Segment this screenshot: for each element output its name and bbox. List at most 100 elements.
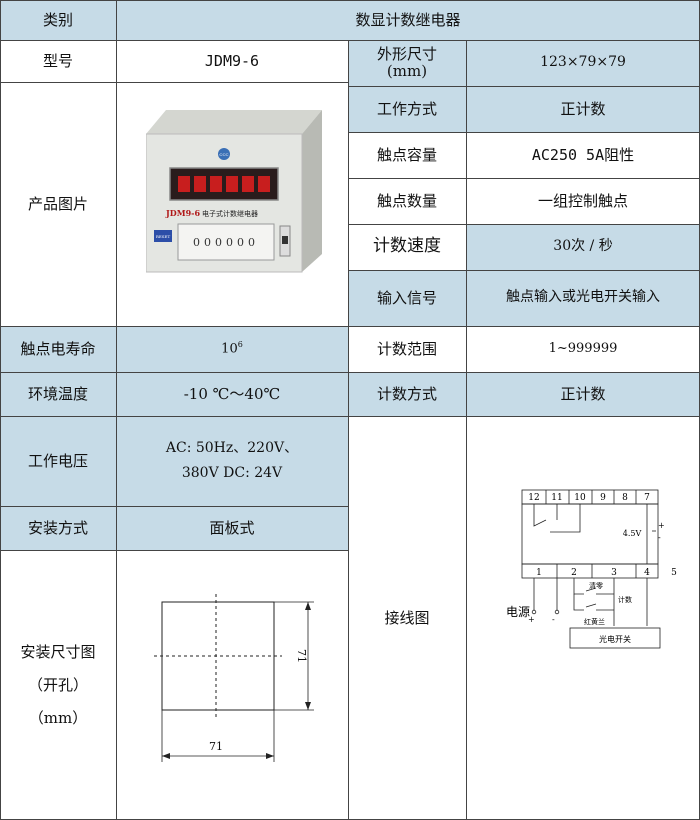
clear-label: 清零 xyxy=(589,581,603,590)
device-name: 电子式计数继电器 xyxy=(202,209,258,218)
install-mode-value: 面板式 xyxy=(209,518,255,537)
wiring-diagram-cell xyxy=(466,416,700,820)
power-plus: + xyxy=(528,615,535,624)
count-mode-label: 计数方式 xyxy=(376,384,437,403)
bottom-terminals xyxy=(556,564,637,578)
battery-plus: + xyxy=(658,521,665,530)
ambient-temp-value: -10 ℃～40℃ xyxy=(183,384,281,403)
terminal-1: 1 xyxy=(536,568,542,578)
contact-life-label-cell: 触点电寿命 xyxy=(0,326,116,372)
photo-switch-label: 光电开关 xyxy=(599,634,631,644)
contact-life-value: 106 xyxy=(221,340,243,357)
input-signal-label-cell: 输入信号 xyxy=(348,270,466,326)
product-image-label-cell: 产品图片 xyxy=(0,82,116,326)
count-speed-label: 计数速度 xyxy=(373,236,441,257)
count-mode-value-cell: 正计数 xyxy=(466,372,700,416)
contact-capacity-value-cell: AC250 5A阻性 xyxy=(466,132,700,178)
photo-switch-box xyxy=(569,627,661,649)
terminal-10: 10 xyxy=(574,493,586,503)
led-display xyxy=(178,176,270,192)
ambient-temp-label: 环境温度 xyxy=(27,384,88,403)
cutout-label-line3: （mm） xyxy=(28,708,88,727)
work-mode-label-cell: 工作方式 xyxy=(348,86,466,132)
install-mode-label-cell: 安装方式 xyxy=(0,506,116,550)
power-minus: - xyxy=(552,615,555,624)
terminal-11: 11 xyxy=(551,493,562,503)
product-photo: CCC JDM9-6 电子式计数继电器 RESET 000000 xyxy=(146,110,322,273)
count-mode-value: 正计数 xyxy=(560,384,606,403)
terminal-5: 5 xyxy=(671,568,677,578)
top-terminals xyxy=(545,490,637,504)
count-speed-value: 30次 / 秒 xyxy=(553,238,613,255)
power-leads xyxy=(533,578,558,610)
work-mode-value-cell: 正计数 xyxy=(466,86,700,132)
cutout-label-line2: （开孔） xyxy=(27,675,88,694)
terminal-4: 4 xyxy=(644,568,650,578)
install-mode-label: 安装方式 xyxy=(27,518,88,537)
count-range-value-cell: 1~999999 xyxy=(466,326,700,372)
wiring-label: 接线图 xyxy=(384,608,430,627)
contact-life-exponent: 6 xyxy=(237,340,243,350)
work-voltage-line2: 380V DC: 24V xyxy=(181,465,283,481)
wiring-diagram: 12 11 10 9 8 7 4.5V + - 1 2 3 4 5 电源 + - xyxy=(506,489,677,649)
model-label: 型号 xyxy=(42,51,73,70)
input-signal-value-cell: 触点输入或光电开关输入 xyxy=(466,270,700,326)
work-voltage-value-cell: AC: 50Hz、220V、 380V DC: 24V xyxy=(116,416,348,506)
terminal-7: 7 xyxy=(644,493,650,503)
count-mode-label-cell: 计数方式 xyxy=(348,372,466,416)
product-image-label: 产品图片 xyxy=(27,194,88,213)
work-voltage-label-cell: 工作电压 xyxy=(0,416,116,506)
install-mode-value-cell: 面板式 xyxy=(116,506,348,550)
switch-wires xyxy=(573,578,648,626)
contact-capacity-label: 触点容量 xyxy=(376,145,437,164)
model-label-cell: 型号 xyxy=(0,40,116,82)
contact-capacity-label-cell: 触点容量 xyxy=(348,132,466,178)
work-voltage-label: 工作电压 xyxy=(27,451,88,470)
terminal-2: 2 xyxy=(571,568,577,578)
input-signal-label: 输入信号 xyxy=(376,288,437,307)
voltage-label: 4.5V xyxy=(623,529,642,538)
model-value-cell: JDM9-6 xyxy=(116,40,348,82)
dimensions-value-cell: 123×79×79 xyxy=(466,40,700,86)
cutout-vertical-dim: 71 xyxy=(295,649,308,663)
wiring-label-cell: 接线图 xyxy=(348,416,466,820)
battery-minus: - xyxy=(658,533,661,542)
contact-capacity-value: AC250 5A阻性 xyxy=(531,145,635,164)
category-value: 数显计数继电器 xyxy=(355,10,461,29)
dimensions-unit: (mm) xyxy=(386,62,428,80)
model-value: JDM9-6 xyxy=(204,51,260,70)
reset-label: RESET xyxy=(156,234,171,239)
category-label-cell: 类别 xyxy=(0,0,116,40)
ccc-logo-icon xyxy=(218,148,230,160)
dimensions-value: 123×79×79 xyxy=(540,54,626,71)
cutout-label-line1: 安装尺寸图 xyxy=(20,642,96,661)
contact-count-label: 触点数量 xyxy=(376,191,437,210)
count-range-label-cell: 计数范围 xyxy=(348,326,466,372)
thumbwheel-digits: 000000 xyxy=(193,236,259,249)
terminal-3: 3 xyxy=(611,568,617,578)
red-yellow-blue-label: 红黄兰 xyxy=(584,617,605,626)
count-range-value: 1~999999 xyxy=(548,340,618,356)
terminal-9: 9 xyxy=(600,493,606,503)
dimensions-label-cell: 外形尺寸 (mm) xyxy=(348,40,466,86)
contact-life-label: 触点电寿命 xyxy=(20,339,96,358)
contact-count-value: 一组控制触点 xyxy=(537,191,628,210)
device-brand: JDM9-6 xyxy=(165,208,200,218)
ambient-temp-value-cell: -10 ℃～40℃ xyxy=(116,372,348,416)
terminal-8: 8 xyxy=(622,493,628,503)
ambient-temp-label-cell: 环境温度 xyxy=(0,372,116,416)
category-label: 类别 xyxy=(42,10,73,29)
count-range-label: 计数范围 xyxy=(376,339,437,358)
count-speed-value-cell: 30次 / 秒 xyxy=(466,224,700,270)
work-mode-label: 工作方式 xyxy=(376,99,437,118)
contact-count-label-cell: 触点数量 xyxy=(348,178,466,224)
work-voltage-line1: AC: 50Hz、220V、 xyxy=(165,439,299,456)
cutout-label-cell: 安装尺寸图 （开孔） （mm） xyxy=(0,550,116,820)
dimensions-label: 外形尺寸 xyxy=(376,44,437,63)
logo-text: CCC xyxy=(219,152,228,157)
work-mode-value: 正计数 xyxy=(560,99,606,118)
cutout-drawing-cell xyxy=(116,550,348,820)
contact-life-value-cell: 106 xyxy=(116,326,348,372)
terminal-12: 12 xyxy=(528,493,539,503)
reset-button xyxy=(154,230,172,242)
